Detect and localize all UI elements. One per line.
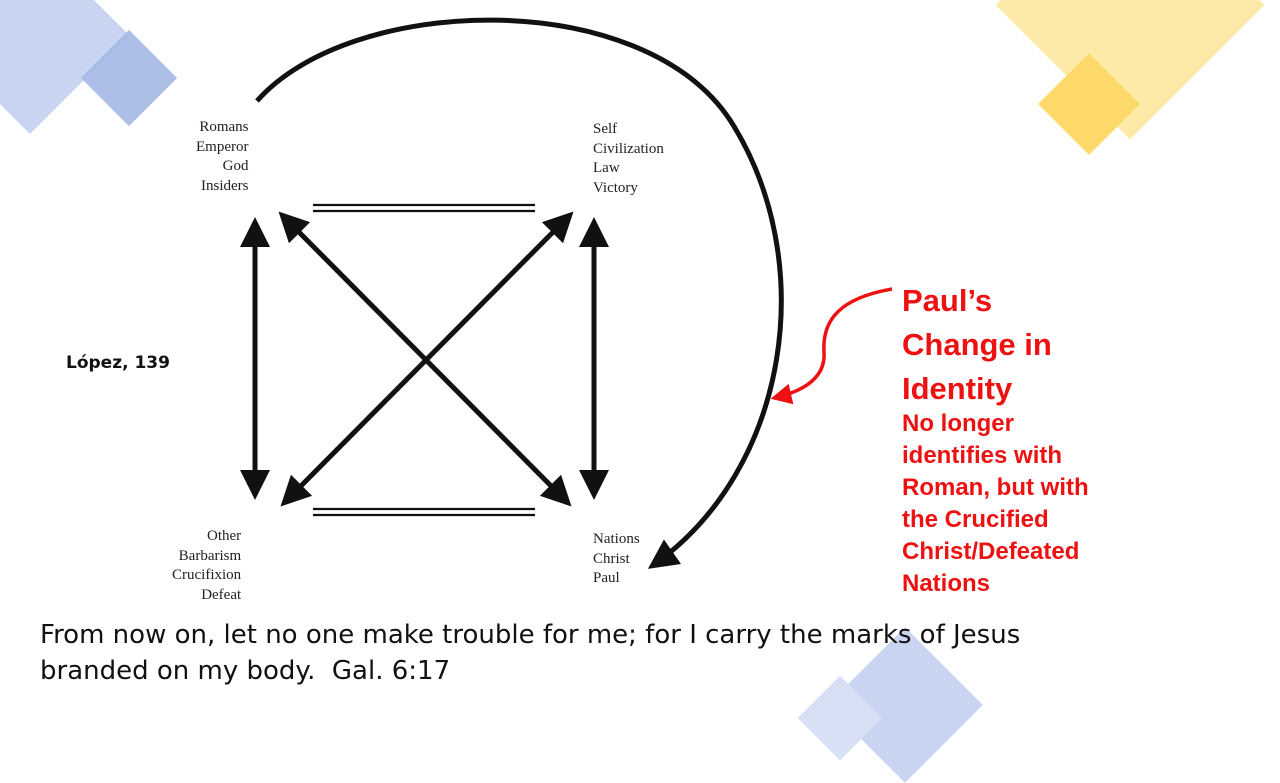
transformation-arc-arrow (255, 17, 784, 569)
callout-title: Paul’s Change in Identity (902, 279, 1052, 411)
callout-title-line: Paul’s (902, 283, 993, 318)
identity-diagram (240, 17, 893, 569)
callout-body-line: Christ/Defeated (902, 538, 1080, 565)
corner-label-line: Nations (593, 531, 640, 547)
corner-label-line: Law (593, 160, 620, 176)
diagonal-arrow-tr-bl (280, 211, 574, 507)
callout-body-line: No longer (902, 410, 1014, 437)
callout-title-line: Identity (902, 371, 1013, 406)
corner-label-line: Barbarism (178, 547, 242, 564)
callout-title-line: Change in (902, 327, 1052, 362)
corner-label-bottom-left: Other Barbarism Crucifixion Defeat (172, 527, 241, 605)
corner-label-line: God (222, 158, 249, 174)
callout-body-line: identifies with (902, 442, 1063, 469)
corner-label-line: Crucifixion (172, 567, 242, 583)
callout-body: No longer identifies with Roman, but wit… (902, 408, 1089, 600)
corner-label-line: Emperor (196, 138, 249, 155)
corner-label-line: Romans (199, 119, 249, 135)
scripture-quote: From now on, let no one make trouble for… (40, 617, 1160, 689)
quote-line-1: From now on, let no one make trouble for… (40, 620, 1021, 650)
callout-arrow (770, 287, 893, 405)
corner-label-line: Victory (593, 179, 638, 196)
corner-label-line: Other (207, 528, 242, 544)
corner-label-line: Insiders (200, 177, 249, 194)
corner-label-line: Civilization (593, 140, 664, 157)
corner-label-line: Defeat (201, 586, 242, 603)
corner-label-top-left: Romans Emperor God Insiders (196, 118, 248, 196)
corner-label-top-right: Self Civilization Law Victory (593, 120, 664, 198)
corner-label-bottom-right: Nations Christ Paul (593, 530, 640, 589)
callout-body-line: Nations (902, 570, 991, 597)
corner-label-line: Self (593, 121, 618, 137)
citation-label: López, 139 (66, 353, 170, 373)
quote-line-2: branded on my body. Gal. 6:17 (40, 656, 451, 686)
callout-body-line: the Crucified (902, 506, 1049, 533)
callout-body-line: Roman, but with (902, 474, 1089, 501)
corner-label-line: Paul (593, 570, 620, 586)
corner-label-line: Christ (593, 550, 630, 567)
